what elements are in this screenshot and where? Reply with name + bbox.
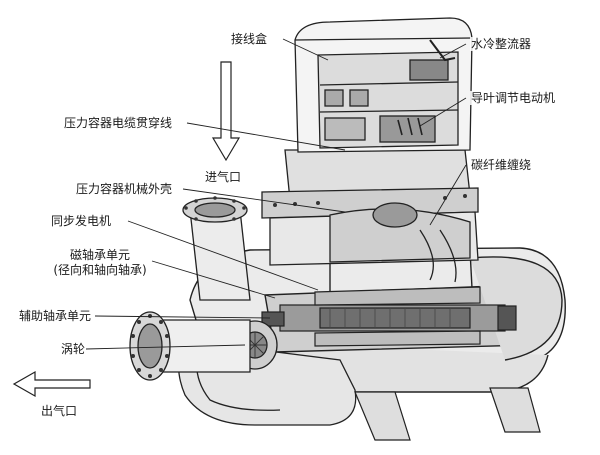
flow-arrows	[12, 61, 241, 398]
label-magnetic-bearing-line1: 磁轴承单元	[69, 248, 130, 262]
label-turbine: 涡轮	[60, 342, 87, 356]
label-guide-vane-motor: 导叶调节电动机	[470, 91, 557, 105]
label-air-outlet: 出气口	[40, 404, 79, 418]
label-junction-box: 接线盒	[230, 32, 269, 46]
label-mechanical-housing: 压力容器机械外壳	[75, 182, 174, 196]
leader-lines	[85, 38, 467, 350]
label-magnetic-bearing: 磁轴承单元 (径向和轴向轴承)	[43, 248, 157, 278]
support-feet	[354, 387, 541, 441]
guide-vane-section	[269, 202, 479, 283]
inlet-duct	[182, 196, 251, 301]
label-air-inlet: 进气口	[204, 170, 243, 184]
label-magnetic-bearing-line2: (径向和轴向轴承)	[53, 263, 147, 277]
label-aux-bearing: 辅助轴承单元	[18, 309, 93, 323]
label-cable-pass-through: 压力容器电缆贯穿线	[63, 116, 174, 130]
label-carbon-fiber-wrap: 碳纤维缠绕	[470, 158, 533, 172]
label-water-rectifier: 水冷整流器	[470, 37, 533, 51]
label-sync-generator: 同步发电机	[50, 214, 113, 228]
rotor-shaft	[261, 286, 517, 347]
electronics-tower	[261, 17, 479, 219]
